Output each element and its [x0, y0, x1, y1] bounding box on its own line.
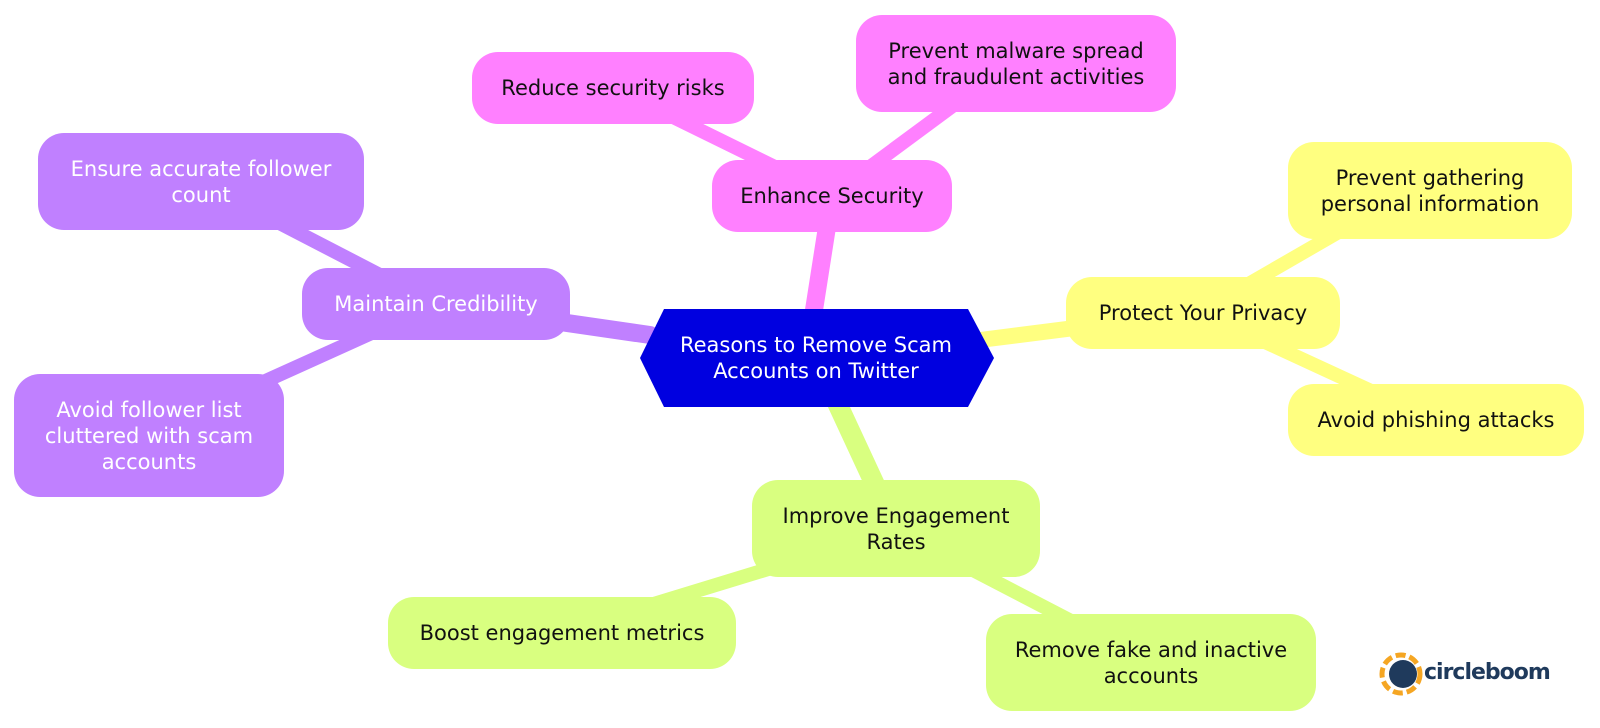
branch-protect-privacy: Protect Your Privacy: [1066, 277, 1340, 349]
leaf-prevent-gathering: Prevent gathering personal information: [1288, 142, 1572, 239]
branch-improve-engagement: Improve Engagement Rates: [752, 480, 1040, 577]
leaf-label: Prevent malware spread and fraudulent ac…: [887, 38, 1145, 89]
branch-label: Enhance Security: [740, 184, 924, 208]
leaf-label: Prevent gathering personal information: [1320, 165, 1540, 216]
root-node-shape: [640, 309, 994, 407]
leaf-label: Ensure accurate follower count: [70, 156, 332, 207]
circleboom-logo: circleboom: [1382, 652, 1551, 692]
root-node-label: Reasons to Remove Scam Accounts on Twitt…: [679, 333, 952, 383]
leaf-label: Reduce security risks: [501, 76, 725, 100]
leaf-remove-fake-inactive: Remove fake and inactive accounts: [986, 614, 1316, 711]
leaf-label: Avoid follower list cluttered with scam …: [44, 397, 254, 474]
branch-label: Protect Your Privacy: [1098, 301, 1308, 325]
branch-maintain-credibility: Maintain Credibility: [302, 268, 570, 340]
branch-label: Improve Engagement Rates: [782, 503, 1010, 554]
leaf-label: Boost engagement metrics: [419, 621, 705, 645]
leaf-label: Remove fake and inactive accounts: [1014, 637, 1288, 688]
root-node: Reasons to Remove Scam Accounts on Twitt…: [640, 309, 992, 407]
leaf-boost-engagement: Boost engagement metrics: [388, 597, 736, 669]
leaf-prevent-malware: Prevent malware spread and fraudulent ac…: [856, 15, 1176, 112]
circleboom-logo-icon: [1379, 652, 1423, 696]
leaf-reduce-security-risks: Reduce security risks: [472, 52, 754, 124]
logo-text: circleboom: [1424, 659, 1551, 685]
branch-enhance-security: Enhance Security: [712, 160, 952, 232]
leaf-avoid-phishing: Avoid phishing attacks: [1288, 384, 1584, 456]
leaf-label: Avoid phishing attacks: [1317, 408, 1555, 432]
leaf-avoid-cluttered-list: Avoid follower list cluttered with scam …: [14, 374, 284, 497]
branch-label: Maintain Credibility: [334, 292, 538, 316]
leaf-ensure-follower-count: Ensure accurate follower count: [38, 133, 364, 230]
